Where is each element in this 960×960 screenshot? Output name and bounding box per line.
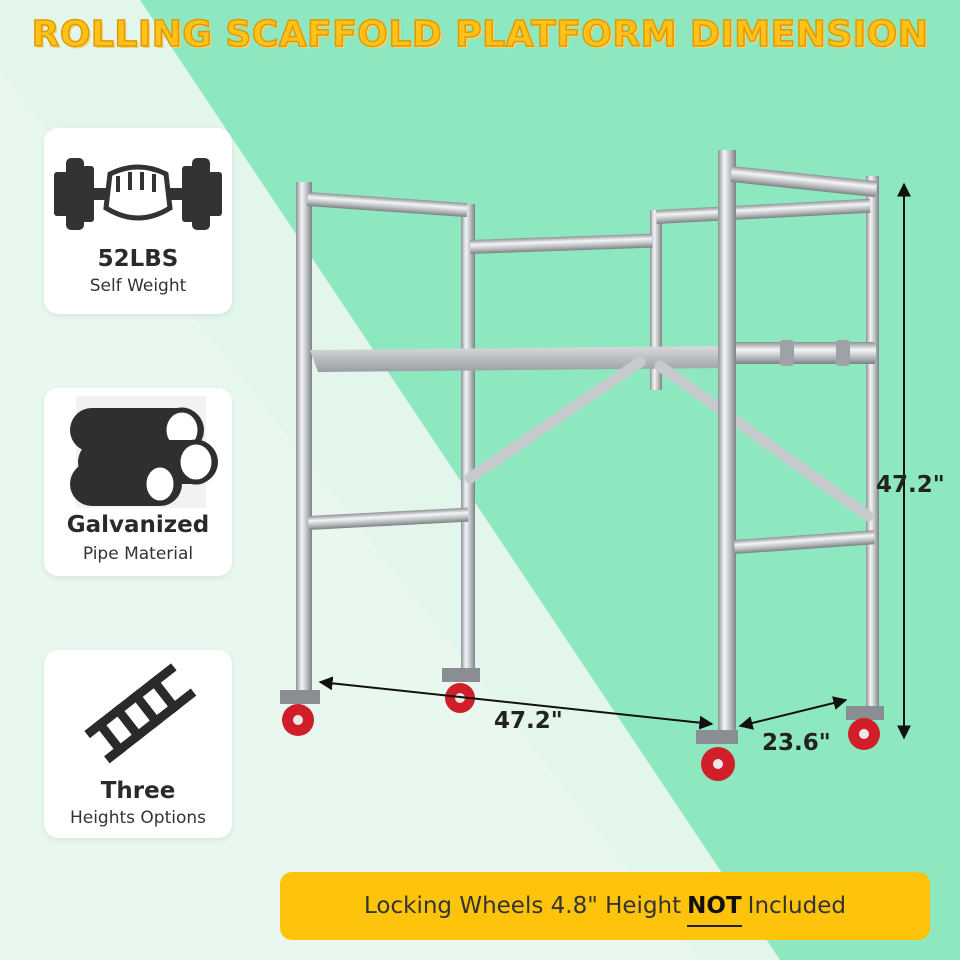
page-title: ROLLING SCAFFOLD PLATFORM DIMENSION xyxy=(31,13,929,56)
wheel-back-right xyxy=(846,706,884,750)
left-frame xyxy=(296,182,475,692)
platform-deck xyxy=(310,340,876,372)
wheel-front-right xyxy=(696,730,738,781)
feature-card-material: Galvanized Pipe Material xyxy=(44,388,232,576)
right-frame xyxy=(718,150,878,730)
feature-caption: Pipe Material xyxy=(82,544,194,564)
feature-card-heights: Three Heights Options xyxy=(44,650,232,838)
wheel-front-left xyxy=(280,690,320,736)
feature-headline: 52LBS xyxy=(97,246,179,272)
feature-caption: Heights Options xyxy=(69,808,207,828)
wheels-notice-banner: Locking Wheels 4.8" Height NOT Included xyxy=(280,872,930,940)
feature-headline: Galvanized xyxy=(66,512,210,538)
feature-headline: Three xyxy=(100,778,176,804)
banner-prefix: Locking Wheels 4.8" Height xyxy=(364,893,682,919)
banner-emphasis: NOT xyxy=(687,893,742,927)
width-arrow xyxy=(738,696,848,730)
weight-lifting-icon xyxy=(54,158,222,230)
galvanized-pipes-icon xyxy=(70,396,218,508)
height-dimension-label: 47.2" xyxy=(876,472,945,498)
feature-caption: Self Weight xyxy=(89,276,187,296)
length-arrow xyxy=(318,676,714,730)
width-dimension-label: 23.6" xyxy=(762,730,831,756)
ladder-icon xyxy=(84,663,197,764)
length-dimension-label: 47.2" xyxy=(494,708,563,734)
feature-card-weight: 52LBS Self Weight xyxy=(44,128,232,314)
banner-suffix: Included xyxy=(747,893,846,919)
